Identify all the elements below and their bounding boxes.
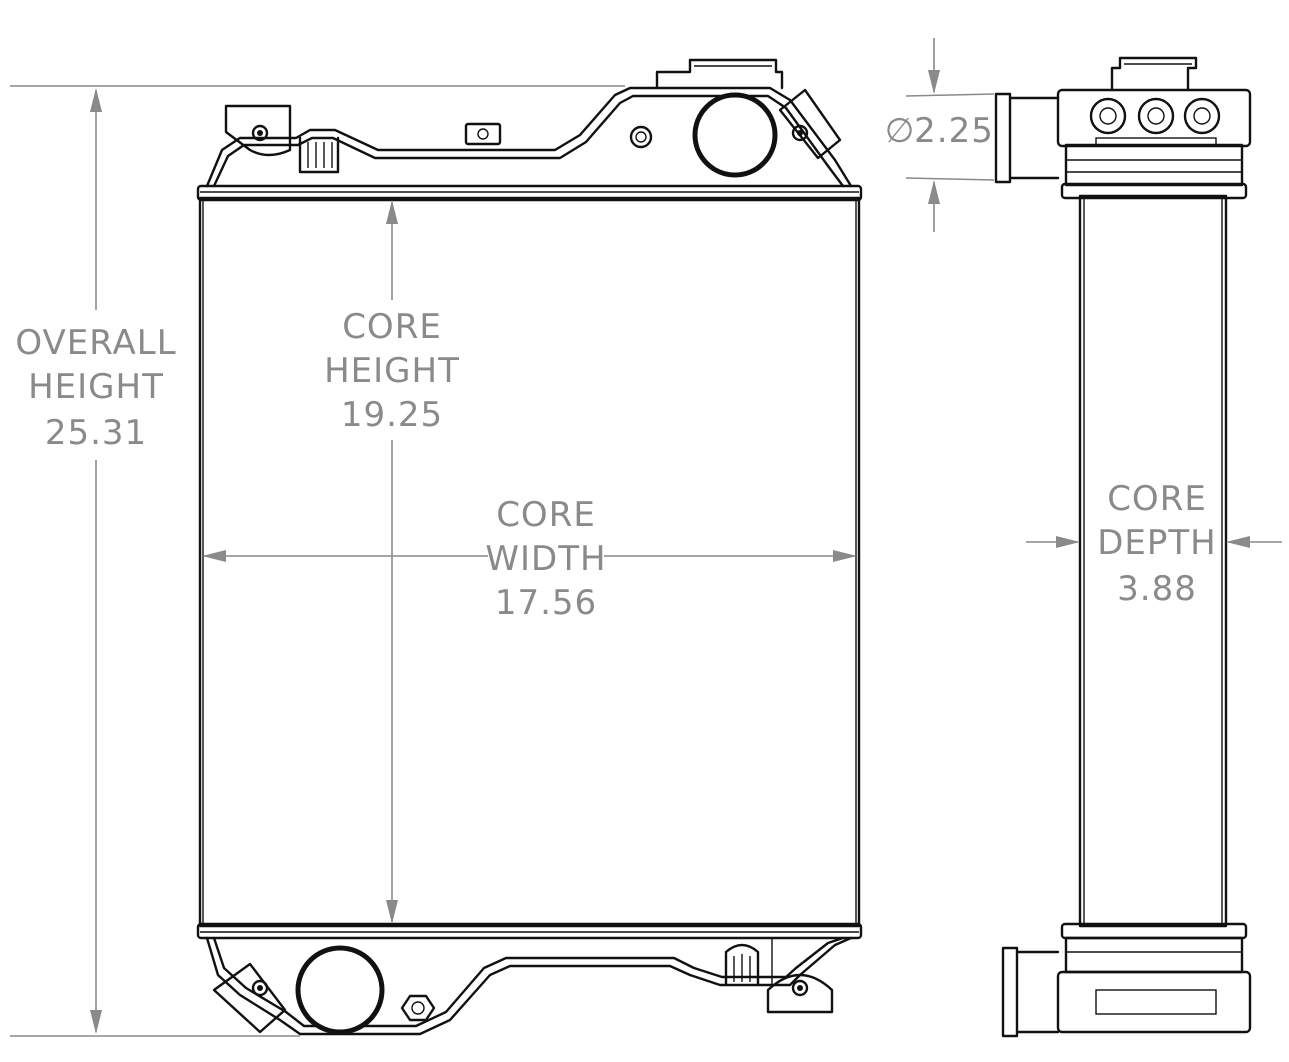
core-height-value: 19.25 — [341, 395, 443, 435]
diameter-symbol: ∅ — [885, 111, 916, 151]
top-left-mount-bracket — [224, 104, 292, 157]
top-outlet-pipe — [692, 92, 778, 178]
core-depth-label-line2: DEPTH — [1097, 523, 1217, 563]
core-depth-value: 3.88 — [1117, 569, 1197, 609]
bottom-right-mount-bracket — [766, 973, 834, 1014]
filler-neck — [655, 58, 784, 90]
core-depth-label-line1: CORE — [1107, 479, 1207, 519]
diameter-value: 2.25 — [914, 111, 994, 151]
side-inlet-pipe — [994, 92, 1060, 184]
top-right-mount-bracket — [778, 88, 842, 160]
side-core — [1078, 194, 1228, 928]
dimension-lines — [10, 38, 1282, 1037]
drain-plug — [400, 994, 436, 1022]
radiator-side-view — [994, 56, 1252, 1038]
core-width-label-line2: WIDTH — [485, 539, 606, 579]
top-tank — [196, 58, 863, 202]
radiator-front-view — [196, 58, 863, 1036]
bottom-outlet-pipe — [295, 945, 385, 1035]
top-sensor-boss — [464, 122, 502, 146]
overall-height-label-line2: HEIGHT — [28, 367, 164, 407]
side-outlet-pipe — [1001, 946, 1060, 1038]
core-width-value: 17.56 — [495, 583, 597, 623]
core-width-label-line1: CORE — [496, 495, 596, 535]
bottom-left-mount-bracket — [212, 962, 287, 1034]
dimension-labels: OVERALL HEIGHT 25.31 CORE HEIGHT 19.25 C… — [15, 111, 1217, 623]
overall-height-label-line1: OVERALL — [15, 323, 176, 363]
overall-height-value: 25.31 — [45, 413, 147, 453]
radiator-core — [198, 196, 861, 928]
core-height-label-line1: CORE — [342, 307, 442, 347]
core-height-label-line2: HEIGHT — [324, 351, 460, 391]
bottom-tank — [196, 922, 863, 1036]
